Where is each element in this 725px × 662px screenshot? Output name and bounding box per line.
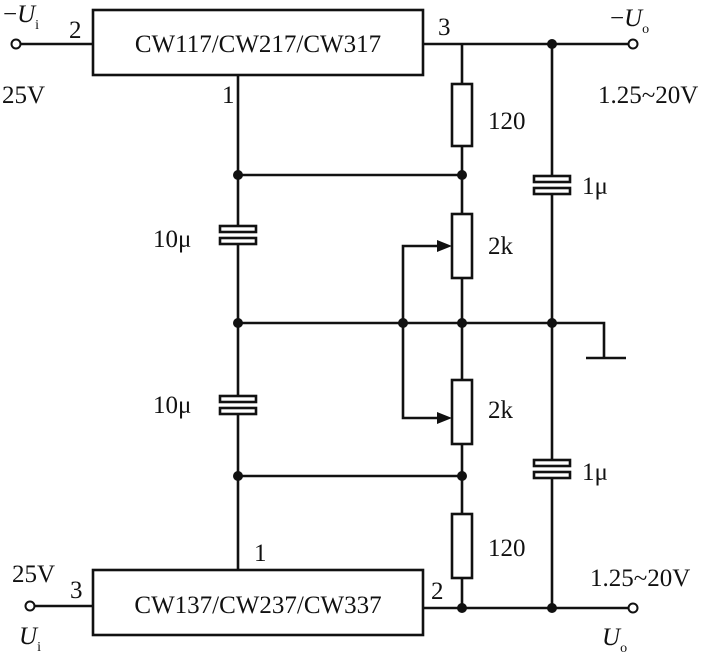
c-out-bottom-plate-b — [532, 470, 572, 480]
pot-top-body — [450, 212, 474, 280]
c-out-top-label: 1μ — [582, 173, 608, 200]
top-input-voltage: 25V — [2, 82, 45, 109]
c-adj-bottom-label: 10μ — [153, 392, 191, 419]
bottom-reg-pin-in: 3 — [70, 577, 83, 604]
c-adj-top-plate-b — [218, 236, 258, 246]
bottom-output-label: Uo — [602, 624, 627, 656]
junction-dot — [547, 39, 557, 49]
top-output-terminal — [627, 38, 639, 50]
c-adj-bottom-plate-b — [218, 406, 258, 416]
bottom-input-terminal — [24, 600, 36, 612]
c-out-bottom-plate-a — [532, 458, 572, 468]
junction-dot — [398, 318, 408, 328]
junction-dot — [457, 170, 467, 180]
r-top-label: 120 — [488, 108, 526, 135]
pot-top-wiper-arrow — [437, 240, 452, 252]
ground-wire — [552, 321, 606, 358]
junction-dot — [233, 318, 243, 328]
c-out-top-plate-b — [532, 186, 572, 196]
junction-dot — [457, 603, 467, 613]
c-adj-bottom-plate-a — [218, 394, 258, 404]
pot-bottom-body — [450, 378, 474, 446]
pot-bottom-wiper-wire — [401, 323, 440, 420]
junction-dot — [547, 318, 557, 328]
c-out-top-plate-a — [532, 174, 572, 184]
pot-bottom-label: 2k — [488, 397, 514, 424]
top-regulator-label: CW117/CW217/CW317 — [135, 31, 381, 58]
top-input-label: −Ui — [3, 1, 39, 33]
top-output-range: 1.25~20V — [598, 82, 698, 109]
top-output-label: −Uo — [610, 5, 649, 37]
junction-dot — [457, 318, 467, 328]
c-adj-top-plate-a — [218, 224, 258, 234]
junction-dot — [547, 603, 557, 613]
top-reg-pin-in: 2 — [69, 17, 82, 44]
top-reg-pin-out: 3 — [438, 14, 451, 41]
pot-bottom-wiper-arrow — [437, 412, 452, 424]
r-top-body — [450, 82, 474, 148]
r-bottom-label: 120 — [488, 535, 526, 562]
pot-top-wiper-wire — [401, 244, 440, 323]
top-input-terminal — [10, 38, 22, 50]
top-regulator-box — [91, 8, 425, 77]
bottom-regulator-label: CW137/CW237/CW337 — [134, 592, 381, 619]
bottom-output-terminal — [627, 602, 639, 614]
bottom-input-label: Ui — [19, 623, 41, 655]
r-bottom-body — [450, 512, 474, 580]
junction-dot — [457, 471, 467, 481]
bottom-reg-pin-out: 2 — [431, 578, 444, 605]
bottom-input-voltage: 25V — [12, 561, 55, 588]
bottom-reg-pin-adj: 1 — [254, 540, 267, 567]
c-out-bottom-label: 1μ — [582, 459, 608, 486]
c-adj-top-label: 10μ — [153, 226, 191, 253]
bottom-regulator-box — [91, 568, 425, 637]
top-reg-pin-adj: 1 — [222, 82, 235, 109]
bottom-output-range: 1.25~20V — [590, 565, 690, 592]
junction-dot — [233, 471, 243, 481]
pot-top-label: 2k — [488, 233, 514, 260]
junction-dot — [233, 170, 243, 180]
